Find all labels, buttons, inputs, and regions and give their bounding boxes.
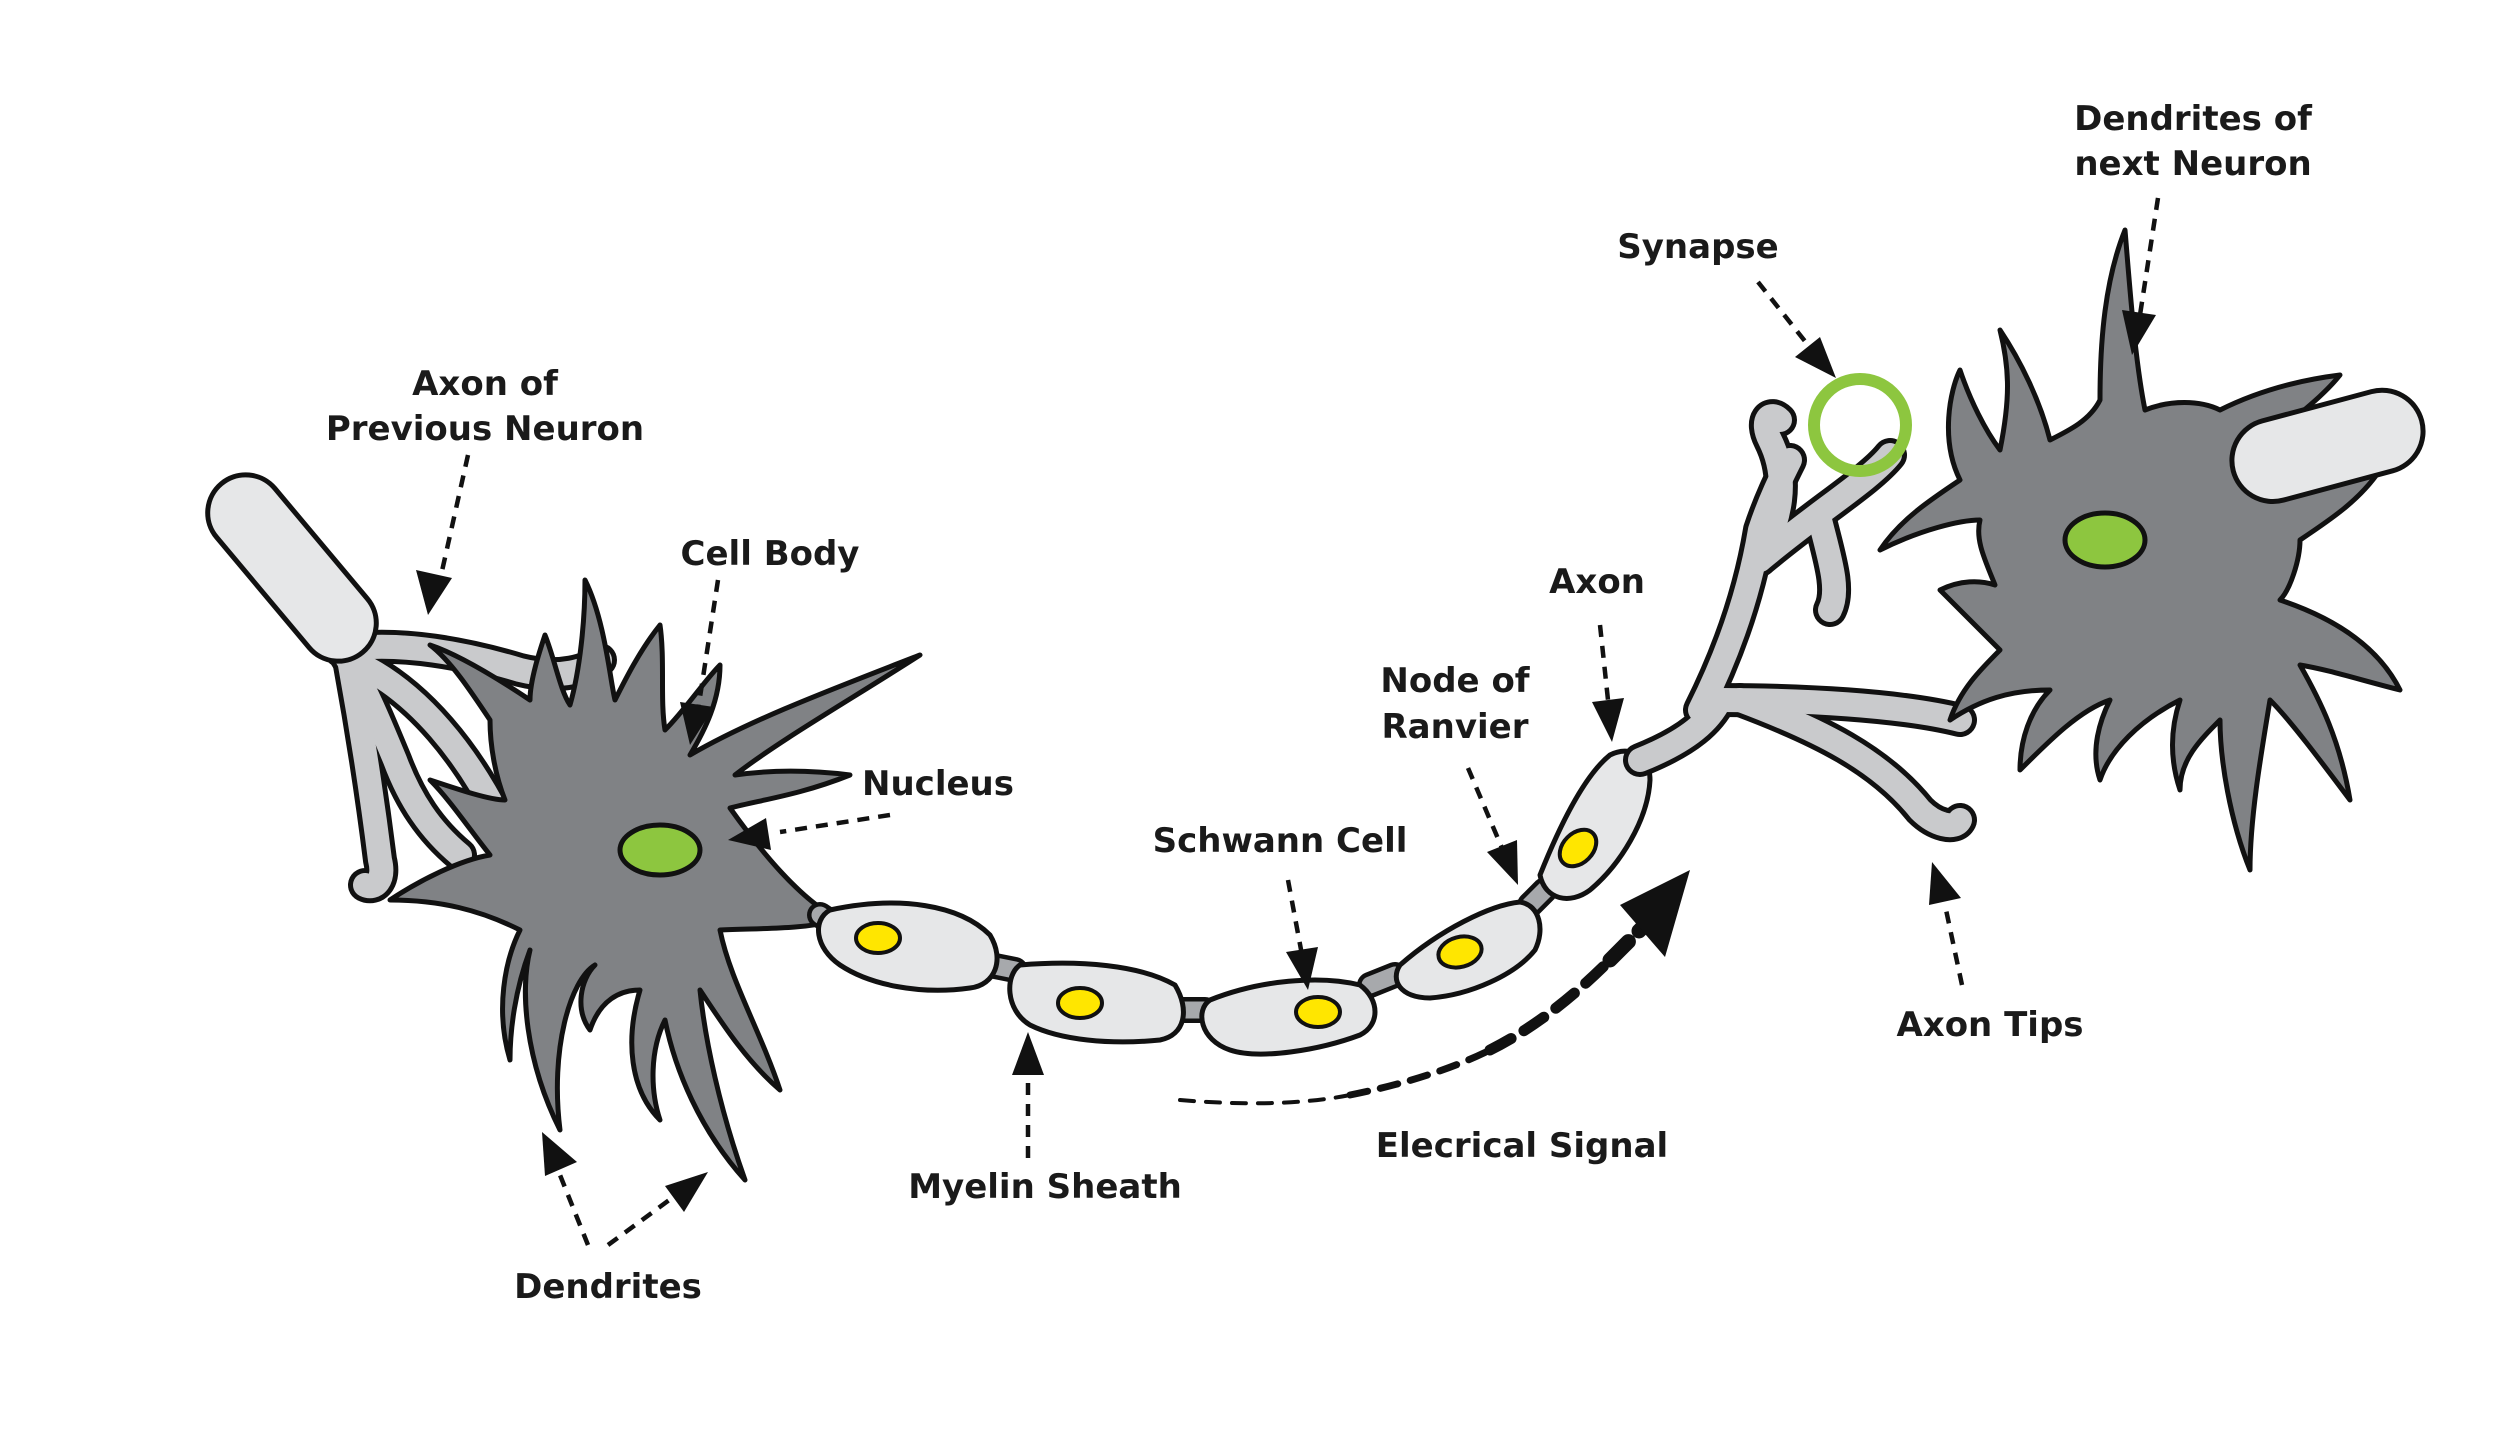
label-schwann-cell: Schwann Cell xyxy=(1153,821,1408,861)
next-neuron-axon-sheath xyxy=(2229,387,2426,504)
schwann-cell-5 xyxy=(1537,748,1653,901)
previous-axon-terminal xyxy=(205,472,617,904)
label-axon-of-previous-neuron-line2: Previous Neuron xyxy=(326,409,644,449)
label-dendrites: Dendrites xyxy=(514,1267,702,1307)
label-electrical-signal: Elecrical Signal xyxy=(1376,1126,1668,1166)
label-dendrites-of-next-neuron-line1: Dendrites of xyxy=(2074,99,2313,139)
label-axon-tips: Axon Tips xyxy=(1896,1005,2083,1045)
left-cell-body xyxy=(387,577,923,1183)
label-synapse: Synapse xyxy=(1617,227,1778,267)
schwann-cell-1 xyxy=(816,900,1000,993)
schwann-cell-2 xyxy=(1007,960,1186,1045)
label-node-of-ranvier-line2: Ranvier xyxy=(1382,707,1529,747)
left-nucleus xyxy=(617,822,703,878)
label-axon: Axon xyxy=(1549,562,1645,602)
label-dendrites-of-next-neuron-line2: next Neuron xyxy=(2074,144,2311,184)
previous-axon-sheath xyxy=(205,472,379,664)
right-cell-body xyxy=(1877,227,2403,873)
pointer-arrows xyxy=(416,197,2161,1247)
schwann-cell-3 xyxy=(1199,977,1378,1057)
label-myelin-sheath: Myelin Sheath xyxy=(908,1167,1182,1207)
myelin-sheath-segments xyxy=(816,748,1653,1057)
electrical-signal-arrow xyxy=(1178,870,1690,1106)
labels: Axon of Previous Neuron Cell Body Nucleu… xyxy=(326,99,2313,1307)
synapse-ring xyxy=(1808,373,1912,477)
axon-terminal-branches xyxy=(1623,399,1977,843)
label-nucleus: Nucleus xyxy=(862,764,1014,804)
label-node-of-ranvier-line1: Node of xyxy=(1380,661,1530,701)
right-nucleus xyxy=(2062,510,2148,570)
label-axon-of-previous-neuron-line1: Axon of xyxy=(412,364,559,404)
schwann-cell-4 xyxy=(1393,899,1543,1001)
label-cell-body: Cell Body xyxy=(681,534,860,574)
